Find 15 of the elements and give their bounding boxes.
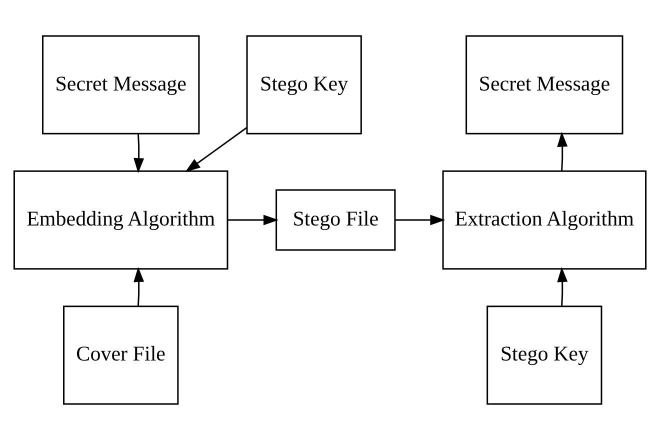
arrow [228,214,279,226]
node-box: Stego File [276,189,396,251]
node-box: Stego Key [246,35,362,134]
arrow [557,132,568,171]
arrow [185,127,248,172]
node-box: Embedding Algorithm [13,170,228,270]
node-box: Stego Key [486,306,602,405]
arrow [134,134,144,174]
node-box: Secret Message [42,35,200,134]
arrow [134,266,144,306]
node-box: Extraction Algorithm [442,170,647,270]
arrow [557,266,568,306]
node-box: Secret Message [466,35,624,134]
arrow [395,214,446,226]
node-box: Cover File [63,306,179,405]
